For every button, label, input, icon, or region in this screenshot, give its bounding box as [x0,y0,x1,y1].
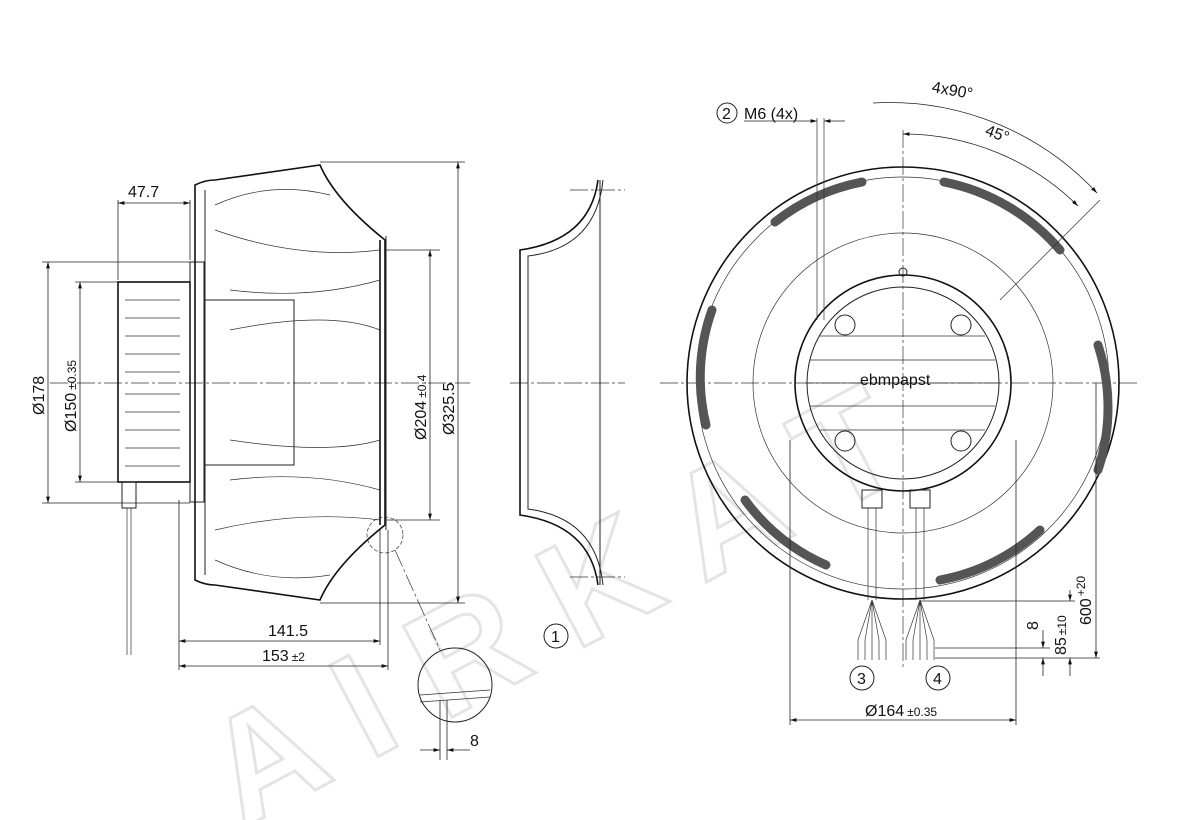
fan-side-view: 8 47.7 Ø178 Ø150±0.35 Ø204±0.4 Ø325.5 14… [31,161,493,760]
mount-label: M6 (4x) [744,106,798,123]
callout-4: 4 [933,671,942,688]
dim-dia-204: Ø204±0.4 [413,374,430,440]
dim-strip-8: 8 [1025,621,1042,630]
dim-length-153: 153±2 [262,648,305,665]
callout-3: 3 [857,671,866,688]
callout-2: 2 [722,106,731,123]
dim-dia-178: Ø178 [31,376,48,415]
callout-1: 1 [551,629,560,646]
watermark: A I R K A T [177,351,928,820]
detail-dim-label: 8 [470,733,479,750]
dim-dia-150: Ø150±0.35 [63,360,80,432]
dim-dia-164: Ø164±0.35 [865,703,937,720]
dim-cable-600: 600+20 [1074,576,1095,625]
dim-motor-width: 47.7 [128,184,159,201]
dim-length-141: 141.5 [268,623,308,640]
angle-4x90: 4x90° [931,79,974,103]
ebmpapst-logo: ebmpapst [860,372,931,389]
dim-dia-325: Ø325.5 [441,382,458,435]
dim-wire-85: 85±10 [1053,615,1070,655]
svg-text:A I R K A T: A I R K A T [178,353,926,820]
angle-45: 45° [983,122,1012,146]
inlet-ring: 1 [510,179,625,649]
fan-front-view: ebmpapst 3 4 2 M6 (4x) 4x90° 45° Ø164± [660,79,1140,725]
